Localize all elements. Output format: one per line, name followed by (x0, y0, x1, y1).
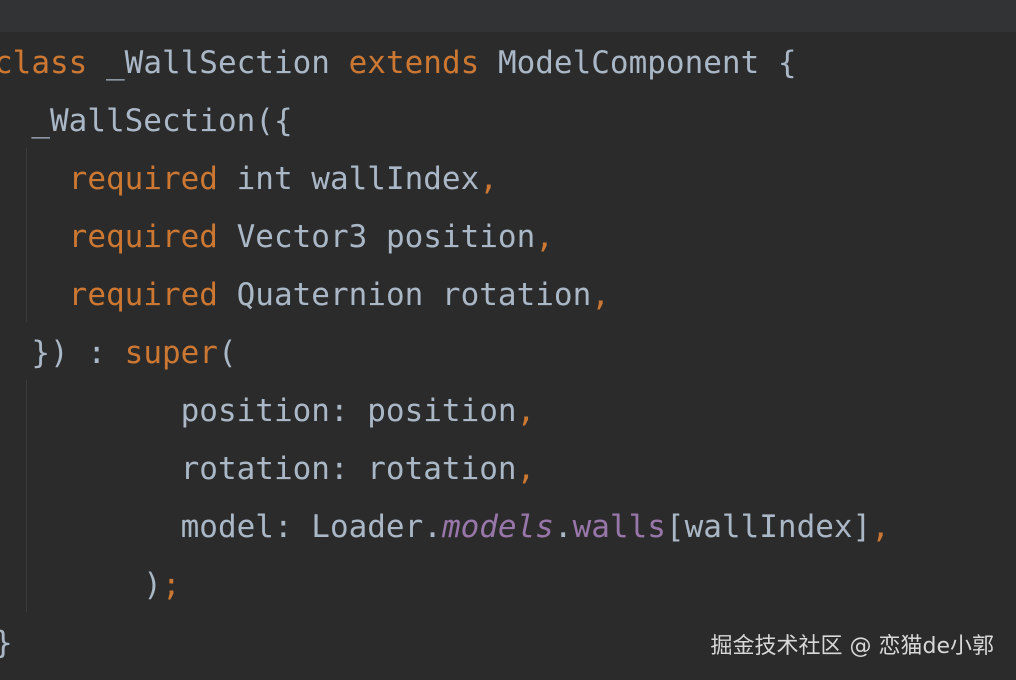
code-token: . (553, 509, 573, 545)
code-token: , (591, 277, 610, 313)
code-line: }) : super( (0, 324, 237, 382)
code-token (0, 219, 69, 255)
code-token: [wallIndex] (665, 509, 872, 545)
code-token: _WallSection (87, 45, 349, 81)
code-token: model: Loader. (0, 509, 442, 545)
code-line: required Vector3 position, (0, 208, 554, 266)
code-token (0, 161, 69, 197)
code-line: ); (0, 556, 181, 614)
code-token: class (0, 45, 88, 81)
code-token: ) (0, 567, 162, 603)
code-token: ModelComponent { (479, 45, 797, 81)
code-line: } (0, 614, 13, 672)
code-line: model: Loader.models.walls[wallIndex], (0, 498, 890, 556)
code-token: ; (161, 567, 181, 603)
code-token: extends (348, 45, 480, 81)
code-token: Quaternion rotation (217, 277, 592, 313)
code-token: , (535, 219, 554, 255)
editor-top-bar (0, 0, 1016, 32)
code-token: required (68, 161, 218, 197)
code-token: Vector3 position (217, 219, 536, 255)
code-token: rotation: rotation (0, 451, 517, 487)
code-token: } (0, 625, 13, 661)
code-token: position: position (0, 393, 517, 429)
code-token: models (441, 509, 554, 545)
code-token: , (871, 509, 890, 545)
code-token: ( (217, 335, 237, 371)
code-token: int wallIndex (217, 161, 480, 197)
code-line: required Quaternion rotation, (0, 266, 610, 324)
code-token: required (68, 277, 218, 313)
code-token: super (124, 335, 218, 371)
code-line: required int wallIndex, (0, 150, 498, 208)
watermark: 掘金技术社区 @ 恋猫de小郭 (710, 634, 995, 659)
indent-guide (26, 380, 27, 612)
code-token: required (68, 219, 218, 255)
code-token (0, 277, 69, 313)
indent-guide (26, 148, 27, 322)
code-token: _WallSection({ (0, 103, 293, 139)
code-line: _WallSection({ (0, 92, 293, 150)
code-line: rotation: rotation, (0, 440, 536, 498)
code-token: }) : (0, 335, 125, 371)
code-token: , (516, 451, 536, 487)
code-token: walls (572, 509, 666, 545)
code-token: , (516, 393, 536, 429)
code-line: class _WallSection extends ModelComponen… (0, 34, 797, 92)
code-token: , (479, 161, 498, 197)
code-line: position: position, (0, 382, 536, 440)
code-editor[interactable]: class _WallSection extends ModelComponen… (0, 32, 1016, 680)
